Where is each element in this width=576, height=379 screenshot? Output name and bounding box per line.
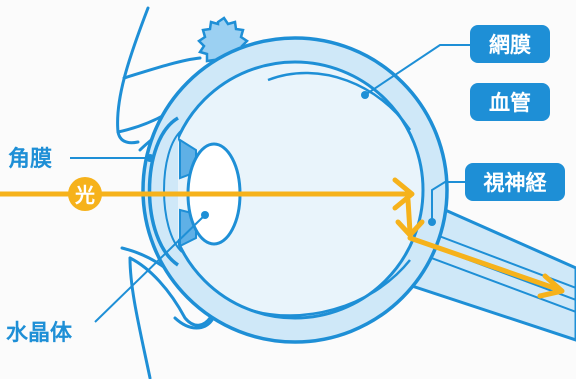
optic-nerve-label: 視神経 [465, 163, 565, 201]
eyeball [141, 36, 449, 344]
blood-vessel-label-text: 血管 [489, 91, 531, 115]
cornea-label: 角膜 [8, 146, 52, 172]
retina-label-text: 網膜 [489, 33, 531, 57]
optic-nerve-leader-dot [428, 218, 436, 226]
cornea-leader-dot [146, 154, 154, 162]
retina-leader-dot [361, 91, 369, 99]
retina-leader-line [364, 44, 470, 96]
leader-lines [70, 44, 470, 323]
optic-nerve-label-text: 視神経 [483, 171, 548, 195]
lens-label: 水晶体 [6, 321, 73, 346]
light-label: 光 [74, 183, 95, 207]
blood-vessel-label: 血管 [470, 83, 550, 121]
retina-label: 網膜 [470, 25, 550, 63]
lens-leader-line [94, 214, 206, 323]
light-badge: 光 [68, 177, 102, 211]
lens-leader-dot [201, 211, 209, 219]
optic-nerve-leader-line [431, 181, 470, 222]
